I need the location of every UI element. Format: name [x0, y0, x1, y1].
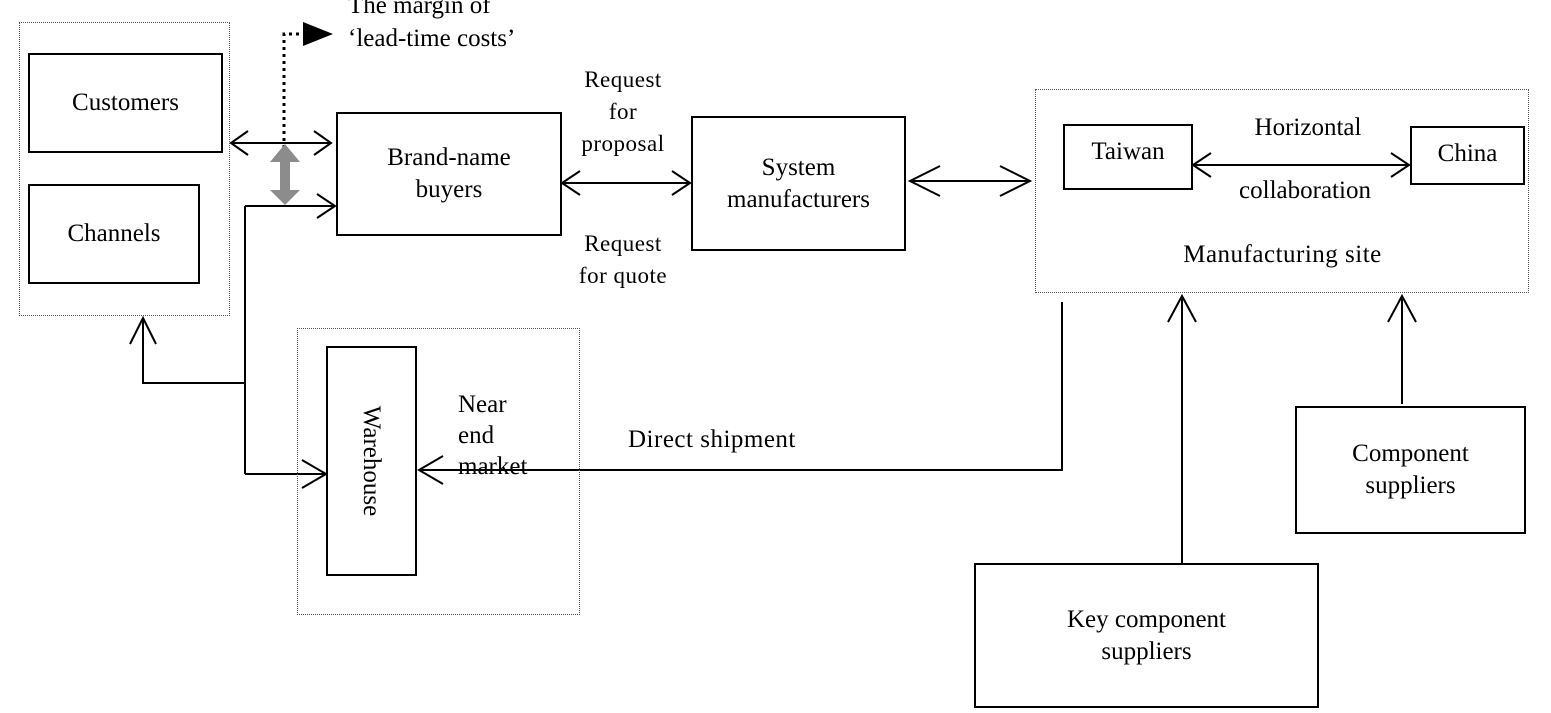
horizontal-label: Horizontal: [1254, 114, 1362, 141]
distribution-connector: [129, 193, 337, 489]
lead-time-gray-double-arrow: [270, 144, 300, 205]
key-component-suppliers-box: Key component suppliers: [974, 563, 1319, 708]
key-suppliers-arrow: [1167, 293, 1197, 564]
component-suppliers-arrow: [1387, 293, 1417, 404]
china-box: China: [1410, 126, 1525, 185]
taiwan-box: Taiwan: [1063, 124, 1193, 190]
system-site-double-arrow: [907, 165, 1033, 197]
warehouse-box: Warehouse: [326, 346, 417, 576]
lead-time-margin-label: The margin of ‘lead-time costs’: [348, 0, 516, 52]
direct-shipment-label: Direct shipment: [628, 426, 796, 453]
lead-time-dotted-arrow: [282, 22, 333, 148]
taiwan-china-double-arrow: [1191, 152, 1411, 178]
customers-box: Customers: [28, 53, 223, 153]
customers-buyers-double-arrow: [229, 130, 333, 156]
system-manufacturers-box: System manufacturers: [691, 116, 906, 251]
brand-name-buyers-box: Brand-name buyers: [336, 112, 562, 236]
near-end-market-label: Near end market: [458, 391, 528, 480]
request-for-quote-label: Request for quote: [578, 231, 668, 288]
direct-shipment-arrow: [417, 302, 1063, 485]
component-suppliers-box: Component suppliers: [1295, 406, 1526, 534]
warehouse-group: [297, 328, 580, 615]
request-for-proposal-label: Request for proposal: [581, 67, 665, 156]
buyers-system-double-arrow: [560, 170, 692, 196]
warehouse-label: Warehouse: [358, 405, 386, 517]
manufacturing-site-label: Manufacturing site: [1183, 241, 1382, 268]
channels-box: Channels: [28, 184, 200, 284]
customers-channels-group: [19, 22, 230, 316]
collaboration-label: collaboration: [1239, 177, 1371, 204]
manufacturing-site-group: [1035, 89, 1529, 293]
